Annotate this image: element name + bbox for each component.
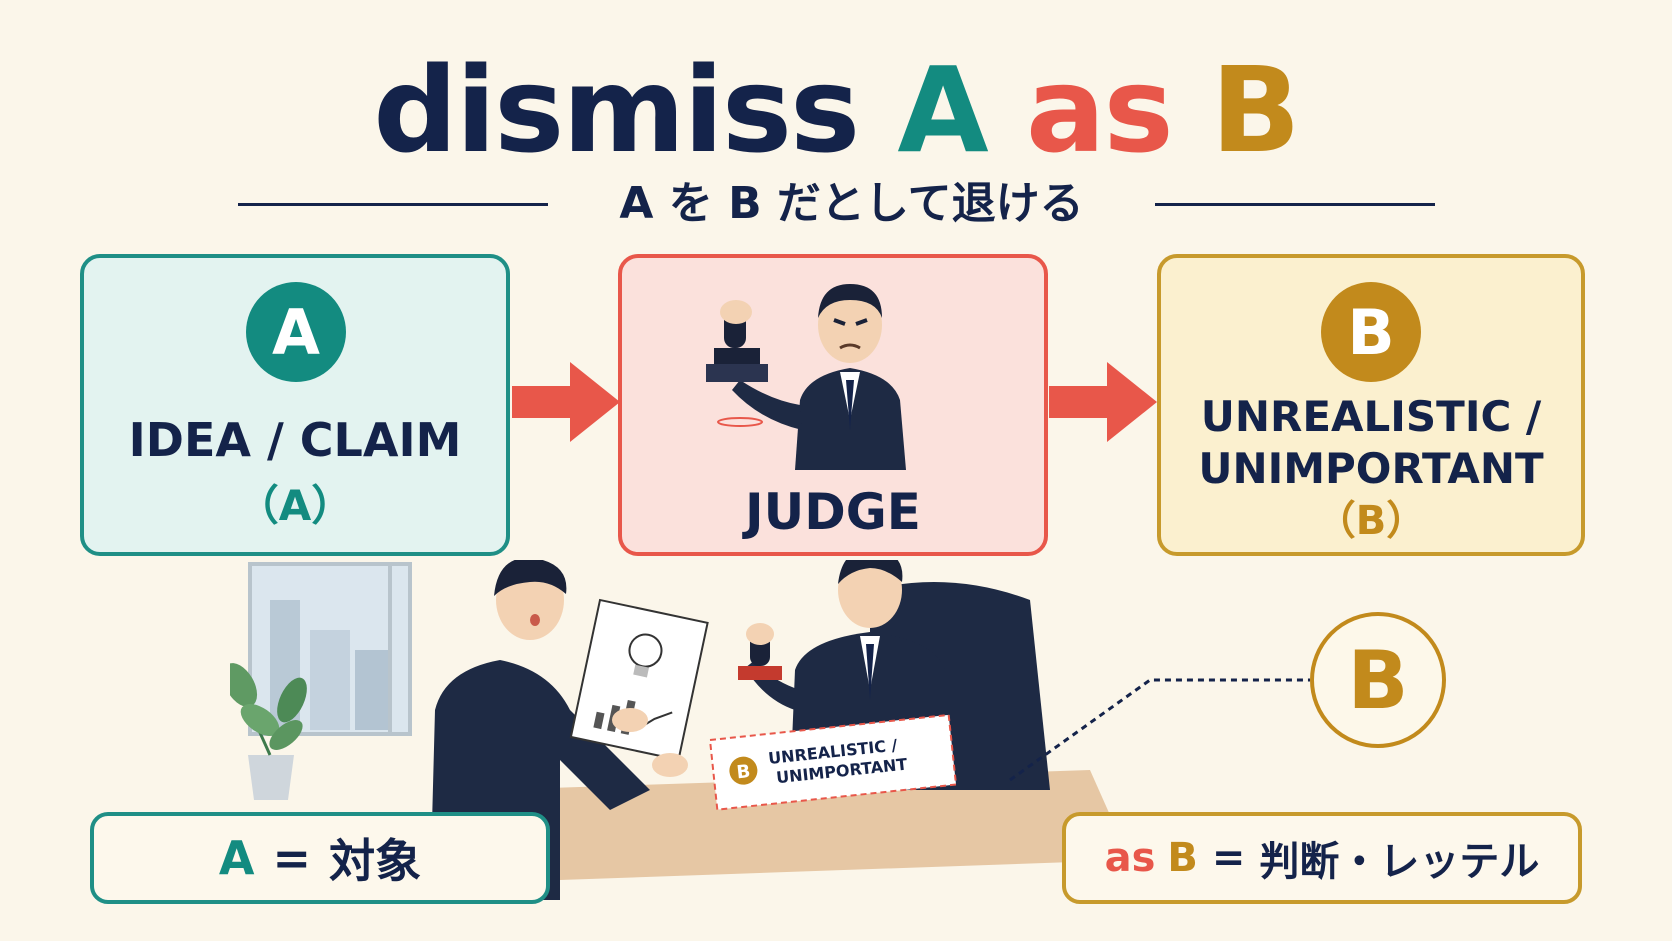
title-verb: dismiss bbox=[373, 41, 860, 179]
title-a: A bbox=[897, 41, 988, 179]
box-a-paren: （A） bbox=[236, 481, 354, 530]
plant-icon bbox=[230, 663, 307, 800]
bottom-a-text: 対象 bbox=[329, 834, 422, 888]
box-judge-label: JUDGE bbox=[745, 483, 921, 541]
bottom-box-b-definition: as B = 判断・レッテル bbox=[1062, 812, 1582, 904]
arrow-right-icon bbox=[512, 362, 620, 442]
title-b: B bbox=[1210, 41, 1301, 179]
badge-b: B bbox=[1321, 282, 1421, 382]
bottom-b-text: 判断・レッテル bbox=[1259, 839, 1540, 885]
badge-a: A bbox=[246, 282, 346, 382]
bottom-a-equals: = bbox=[272, 831, 312, 885]
callout-connector bbox=[1009, 678, 1310, 782]
callout-badge-b: B bbox=[1310, 612, 1446, 748]
title-as: as bbox=[1025, 41, 1174, 179]
bottom-b-letter: B bbox=[1167, 835, 1198, 881]
lightbulb-icon bbox=[628, 633, 663, 678]
box-a-label: IDEA / CLAIM bbox=[128, 413, 462, 467]
subtitle-rule-right bbox=[1155, 203, 1435, 206]
bottom-b-as: as bbox=[1104, 835, 1156, 881]
window-icon bbox=[248, 562, 412, 736]
box-b-paren: （B） bbox=[1315, 498, 1427, 544]
bottom-a-letter: A bbox=[218, 831, 255, 885]
box-b-label-line1: UNREALISTIC / bbox=[1200, 392, 1542, 441]
judge-stamp-icon bbox=[706, 284, 906, 470]
page-title: dismiss A as B bbox=[0, 40, 1672, 180]
document-with-chart bbox=[569, 598, 709, 761]
subtitle: A を B だとして退ける bbox=[619, 178, 1084, 229]
arrow-right-icon bbox=[1049, 362, 1157, 442]
stamp-badge: B bbox=[736, 761, 752, 783]
box-b-label-line2: UNIMPORTANT bbox=[1198, 444, 1544, 493]
bottom-b-equals: = bbox=[1211, 835, 1246, 881]
subtitle-rule-left bbox=[238, 203, 548, 206]
bottom-box-a-definition: A = 対象 bbox=[90, 812, 550, 904]
